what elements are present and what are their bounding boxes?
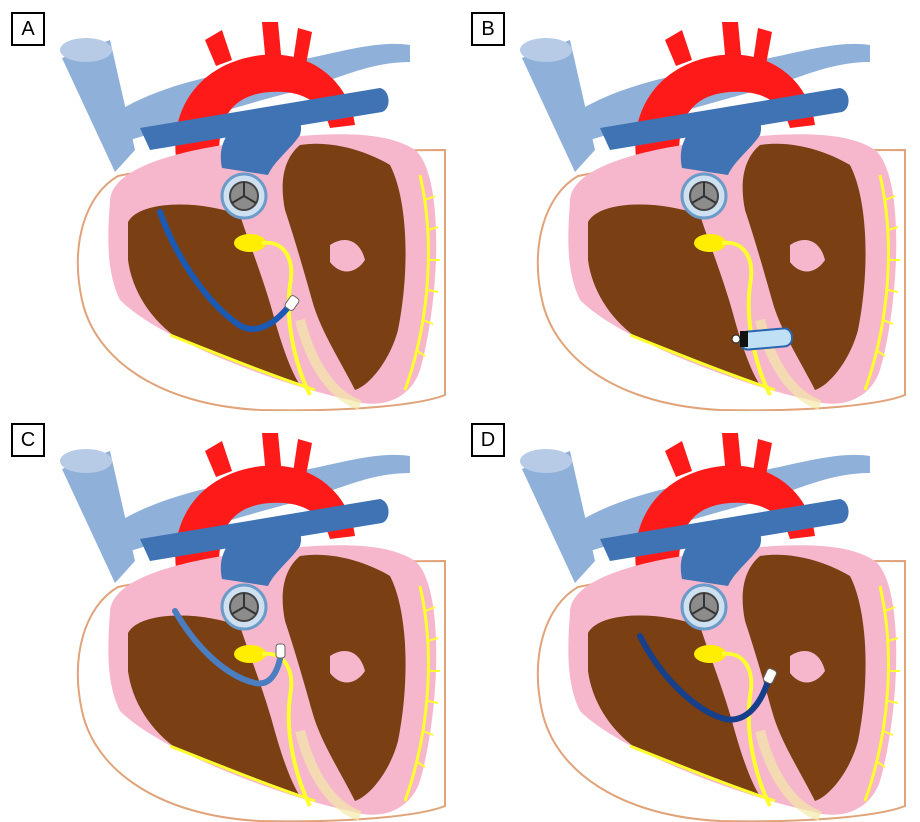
panel-a: A xyxy=(0,0,460,411)
panel-label: D xyxy=(471,423,505,457)
vena-cava-opening xyxy=(520,449,572,473)
heart-diagram xyxy=(460,411,920,822)
panel-b: B xyxy=(460,0,920,411)
aortic-branch xyxy=(665,30,692,66)
av-node xyxy=(234,645,266,663)
aortic-branch xyxy=(665,441,692,477)
vena-cava-opening xyxy=(520,38,572,62)
panel-label: B xyxy=(471,12,505,46)
pacemaker-electrode xyxy=(732,335,740,343)
panel-c: C xyxy=(0,411,460,822)
av-node xyxy=(234,234,266,252)
heart-diagram xyxy=(0,0,460,411)
lead-tip xyxy=(276,644,285,658)
panel-d: D xyxy=(460,411,920,822)
av-node xyxy=(694,645,726,663)
vena-cava-opening xyxy=(60,449,112,473)
vena-cava-opening xyxy=(60,38,112,62)
heart-diagram xyxy=(0,411,460,822)
aortic-branch xyxy=(205,30,232,66)
aortic-branch xyxy=(205,441,232,477)
av-node xyxy=(694,234,726,252)
heart-diagram xyxy=(460,0,920,411)
panel-label: C xyxy=(11,423,45,457)
panel-label: A xyxy=(11,12,45,46)
pacemaker-tip xyxy=(740,331,748,347)
